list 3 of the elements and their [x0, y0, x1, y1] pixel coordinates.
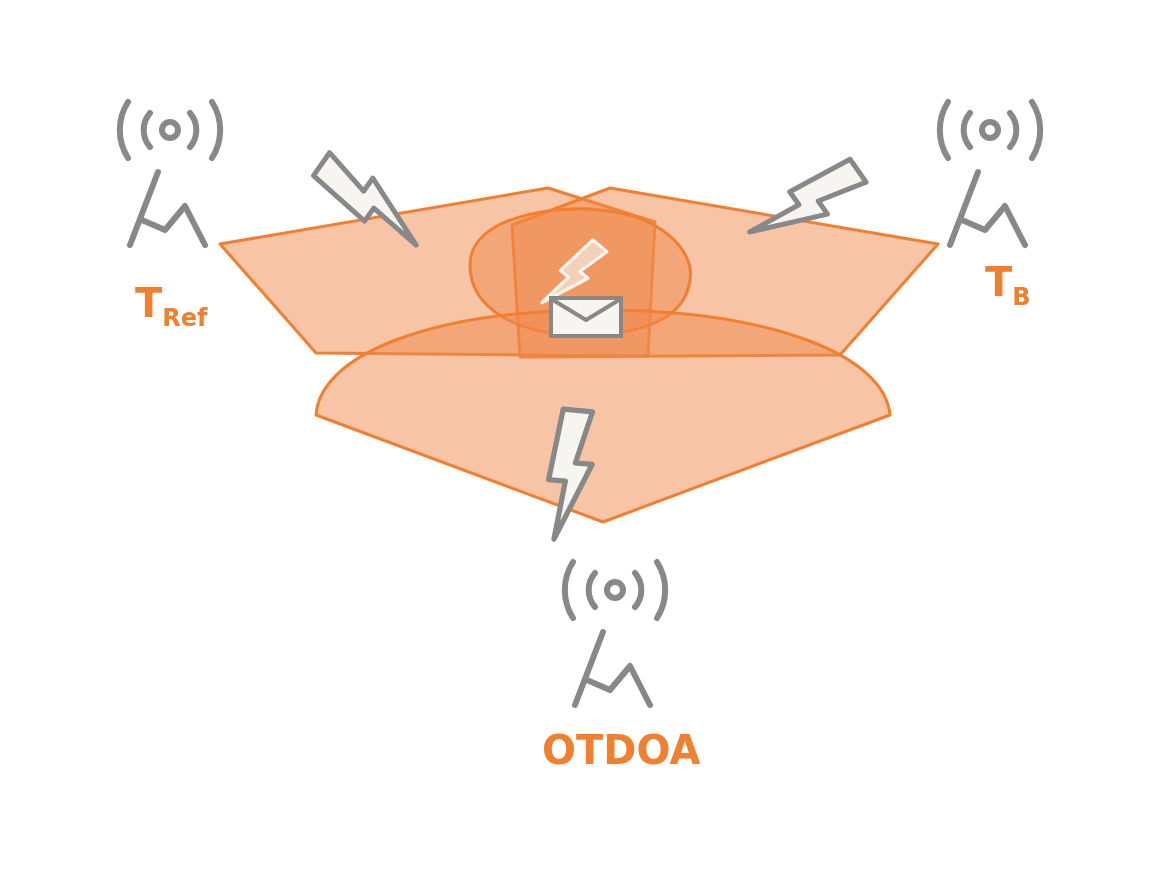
tower-label: T$_{B}$ [985, 262, 1031, 309]
tower-label: OTDOA [542, 730, 701, 770]
tower-label: T$_{Ref}$ [135, 283, 208, 330]
